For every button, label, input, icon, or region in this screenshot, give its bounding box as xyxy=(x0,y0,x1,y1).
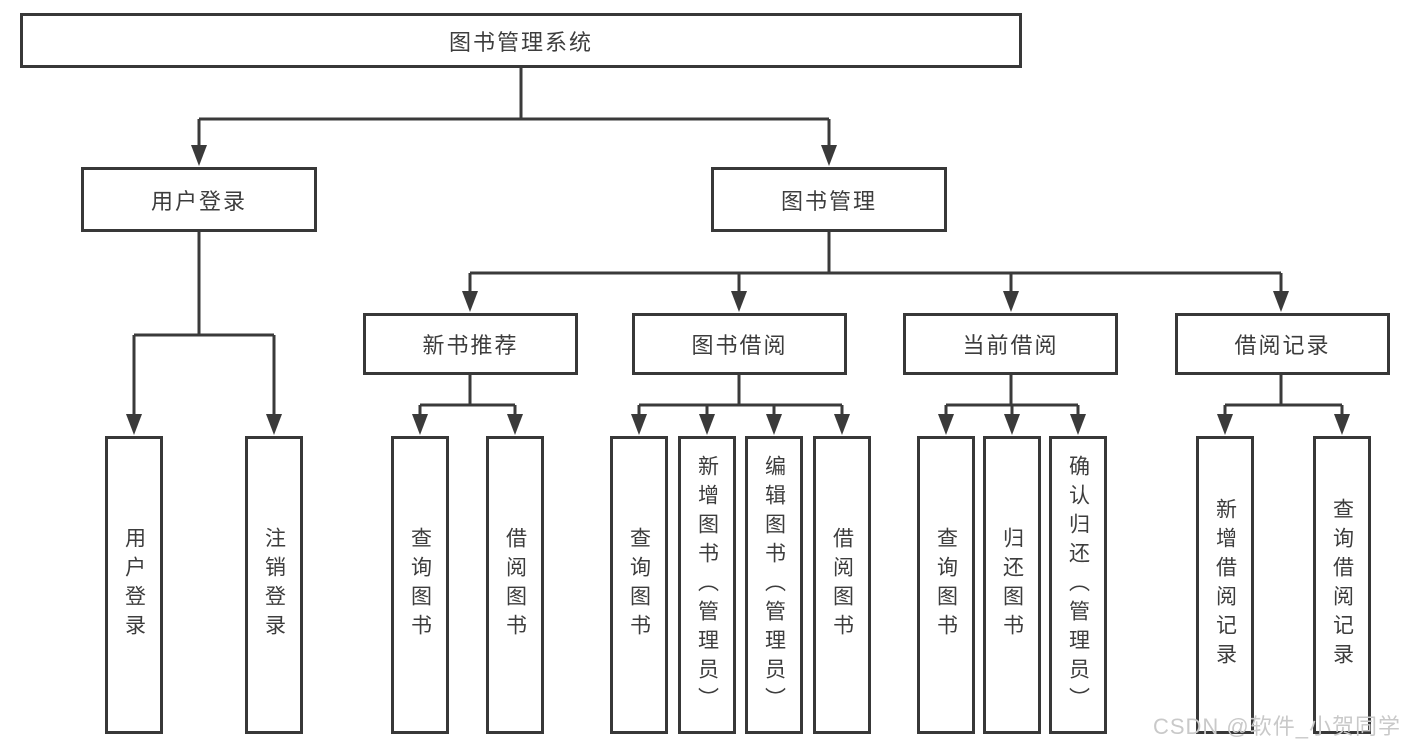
arrow-down-icon xyxy=(412,414,428,435)
node-leaf-label: 借阅图书 xyxy=(830,527,854,643)
node-borrow-records: 借阅记录 xyxy=(1175,313,1390,375)
arrow-down-icon xyxy=(821,145,837,166)
node-borrow-records-label: 借阅记录 xyxy=(1234,333,1331,358)
connector-root-to-level2 xyxy=(197,68,831,148)
arrow-down-icon xyxy=(834,414,850,435)
arrow-down-icon xyxy=(507,414,523,435)
arrow-down-icon xyxy=(1004,414,1020,435)
arrow-down-icon xyxy=(1003,291,1019,312)
node-leaf-borrow-books-2: 借阅图书 xyxy=(813,436,871,734)
node-user-login: 用户登录 xyxy=(81,167,317,232)
node-leaf-query-books-2: 查询图书 xyxy=(610,436,668,734)
node-leaf-add-borrow-record: 新增借阅记录 xyxy=(1196,436,1254,734)
node-leaf-query-books-1: 查询图书 xyxy=(391,436,449,734)
node-leaf-label: 确认归还（管理员） xyxy=(1066,454,1090,716)
node-book-management-label: 图书管理 xyxy=(780,188,877,214)
csdn-watermark: CSDN @软件_小贺同学 xyxy=(1152,714,1401,739)
arrow-down-icon xyxy=(938,414,954,435)
node-leaf-label: 查询图书 xyxy=(627,527,651,643)
arrow-down-icon xyxy=(1070,414,1086,435)
node-new-book-recommend-label: 新书推荐 xyxy=(422,333,519,358)
node-leaf-confirm-return-admin: 确认归还（管理员） xyxy=(1049,436,1107,734)
node-root: 图书管理系统 xyxy=(20,13,1022,68)
arrow-down-icon xyxy=(462,291,478,312)
node-root-label: 图书管理系统 xyxy=(448,29,593,55)
node-new-book-recommend: 新书推荐 xyxy=(363,313,578,375)
arrow-down-icon xyxy=(731,291,747,312)
arrow-down-icon xyxy=(266,414,282,435)
node-leaf-label: 用户登录 xyxy=(122,527,146,643)
node-leaf-label: 编辑图书（管理员） xyxy=(762,454,786,716)
node-leaf-edit-books-admin: 编辑图书（管理员） xyxy=(745,436,803,734)
node-leaf-label: 归还图书 xyxy=(1000,527,1024,643)
arrow-down-icon xyxy=(1334,414,1350,435)
connector-borrow-records-to-leaves xyxy=(1223,375,1344,418)
node-leaf-label: 借阅图书 xyxy=(503,527,527,643)
connector-new-book-rec-to-leaves xyxy=(418,375,517,418)
node-user-login-label: 用户登录 xyxy=(150,188,247,214)
node-book-borrowing: 图书借阅 xyxy=(632,313,847,375)
node-leaf-query-borrow-record: 查询借阅记录 xyxy=(1313,436,1371,734)
connector-user-login-to-leaves xyxy=(132,232,276,418)
connector-book-borrow-to-leaves xyxy=(637,375,844,418)
node-book-management: 图书管理 xyxy=(711,167,947,232)
node-leaf-query-books-3: 查询图书 xyxy=(917,436,975,734)
connector-current-borrow-to-leaves xyxy=(944,375,1080,418)
node-leaf-borrow-books-1: 借阅图书 xyxy=(486,436,544,734)
node-leaf-label: 新增借阅记录 xyxy=(1213,498,1237,672)
node-leaf-logout: 注销登录 xyxy=(245,436,303,734)
node-leaf-return-books: 归还图书 xyxy=(983,436,1041,734)
arrow-down-icon xyxy=(1217,414,1233,435)
arrow-down-icon xyxy=(699,414,715,435)
node-leaf-add-books-admin: 新增图书（管理员） xyxy=(678,436,736,734)
node-current-borrowing: 当前借阅 xyxy=(903,313,1118,375)
node-leaf-label: 查询借阅记录 xyxy=(1330,498,1354,672)
arrow-down-icon xyxy=(766,414,782,435)
node-leaf-label: 注销登录 xyxy=(262,527,286,643)
connector-book-mgmt-to-level3 xyxy=(468,232,1283,294)
arrow-down-icon xyxy=(1273,291,1289,312)
node-leaf-label: 查询图书 xyxy=(934,527,958,643)
node-leaf-label: 查询图书 xyxy=(408,527,432,643)
arrow-down-icon xyxy=(191,145,207,166)
arrow-down-icon xyxy=(631,414,647,435)
arrow-down-icon xyxy=(126,414,142,435)
node-book-borrowing-label: 图书借阅 xyxy=(691,333,788,358)
node-leaf-label: 新增图书（管理员） xyxy=(695,454,719,716)
arrowheads xyxy=(126,145,1350,435)
node-leaf-user-login: 用户登录 xyxy=(105,436,163,734)
node-current-borrowing-label: 当前借阅 xyxy=(962,333,1059,358)
